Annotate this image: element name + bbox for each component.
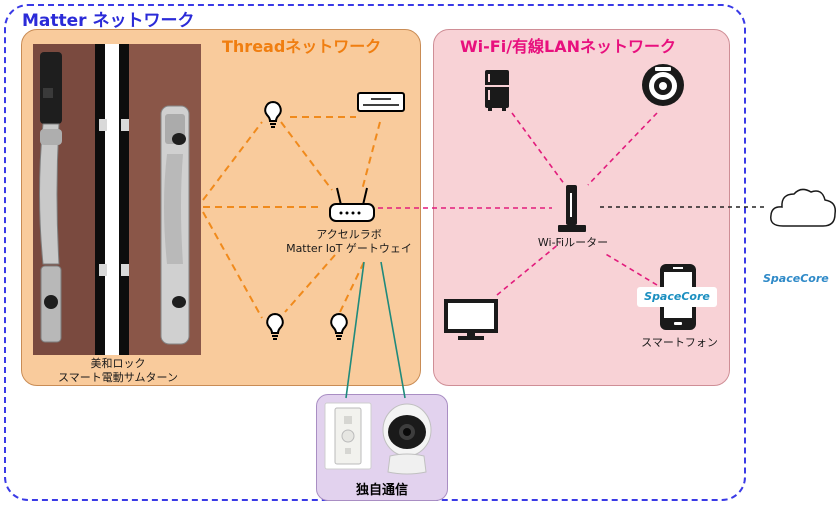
gateway-router-icon: [329, 187, 375, 222]
light-bulb-icon: [264, 100, 282, 128]
wifi-router-label: Wi-Fiルーター: [537, 236, 609, 249]
smartphone-label: スマートフォン: [641, 336, 718, 349]
proprietary-link-switch: [345, 261, 365, 399]
monitor-icon: [444, 299, 498, 340]
thread-link-aircon-gateway: [361, 121, 381, 191]
lock-label-product: スマート電動サムターン: [58, 371, 178, 384]
lock-label: 美和ロック スマート電動サムターン: [38, 357, 198, 385]
thread-link-bulb1-gateway: [280, 121, 333, 191]
gateway-label-maker: アクセルラボ: [316, 228, 382, 241]
wifi-link-phone-router: [603, 252, 658, 286]
wifi-link-fridge-router: [511, 112, 566, 186]
thread-link-lock-bulb1: [202, 121, 263, 201]
matter-network-title: Matter ネットワーク: [22, 11, 195, 31]
light-bulb-icon: [266, 312, 284, 340]
security-camera-icon: [382, 403, 432, 475]
thread-link-gateway-bulb2: [284, 254, 336, 313]
robot-vacuum-icon: [642, 64, 684, 106]
wall-switch-icon: [324, 402, 372, 470]
gateway-label: アクセルラボ Matter IoT ゲートウェイ: [284, 228, 414, 256]
wifi-network-title: Wi-Fi/有線LANネットワーク: [460, 37, 677, 56]
spacecore-app-badge: SpaceCore: [637, 287, 717, 307]
lock-label-brand: 美和ロック: [90, 357, 146, 370]
thread-link-lock-bulb2: [202, 211, 263, 319]
cloud-icon: [770, 188, 837, 227]
wifi-link-vacuum-router: [587, 112, 658, 186]
thread-network-title: Threadネットワーク: [222, 37, 382, 56]
spacecore-cloud-label: SpaceCore: [763, 272, 829, 285]
wifi-link-monitor-router: [496, 242, 561, 296]
wifi-router-icon: [558, 185, 586, 232]
thread-link-bulb3-gateway: [339, 261, 365, 313]
door-lock-photo: [33, 44, 201, 355]
refrigerator-icon: [485, 70, 509, 111]
air-conditioner-icon: [357, 92, 405, 112]
light-bulb-icon: [330, 312, 348, 340]
proprietary-link-camera: [380, 261, 406, 399]
gateway-label-product: Matter IoT ゲートウェイ: [286, 242, 412, 255]
proprietary-comm-title: 独自通信: [355, 483, 408, 498]
